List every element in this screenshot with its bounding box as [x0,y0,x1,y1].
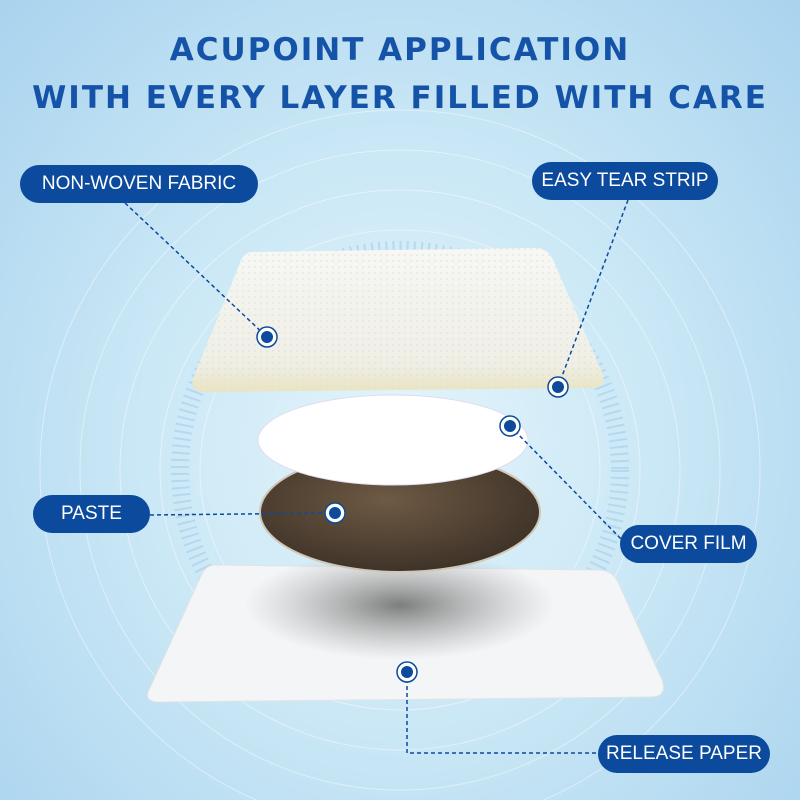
label-cover-film: COVER FILM [620,525,757,563]
marker-release-paper [396,661,418,683]
marker-dots [256,326,569,683]
paste-shadow [245,550,555,660]
marker-fabric [256,326,278,348]
leader-lines [124,199,629,754]
title-line-1: ACUPOINT APPLICATION [169,32,631,68]
marker-paste [324,502,346,524]
label-easy-tear-strip: EASY TEAR STRIP [532,162,718,200]
cover-film-layer [257,394,529,486]
marker-tear-strip [547,376,569,398]
label-release-paper: RELEASE PAPER [598,735,770,773]
title-line-2: WITH EVERY LAYER FILLED WITH CARE [32,80,768,116]
marker-cover-film [499,415,521,437]
label-paste: PASTE [33,495,150,533]
label-non-woven-fabric: NON-WOVEN FABRIC [20,165,258,203]
